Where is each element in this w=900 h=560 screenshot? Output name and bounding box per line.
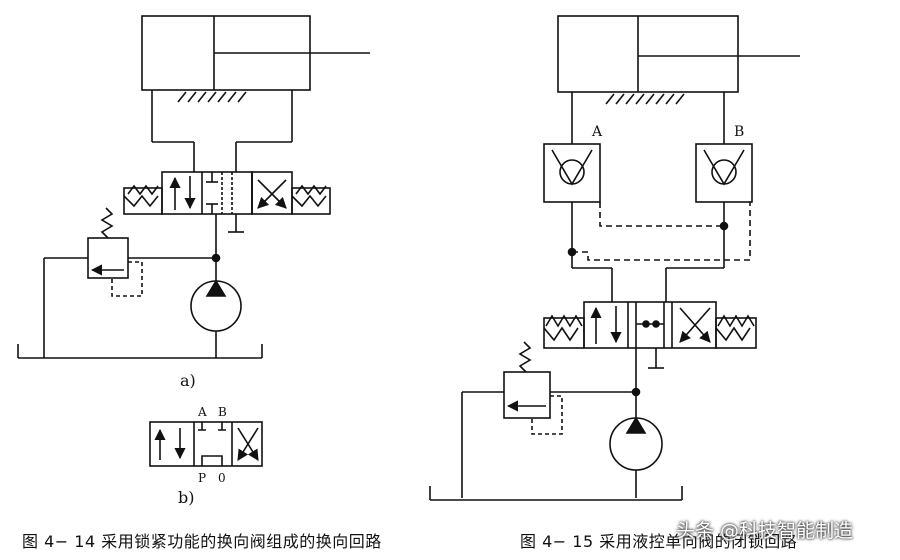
cylinder-lines (152, 141, 292, 172)
caption-fig-4-14: 图 4− 14 采用锁紧功能的换向阀组成的换向回路 (22, 532, 382, 551)
pump-14 (190, 279, 242, 358)
label-port-a: A (591, 124, 603, 140)
hydraulic-cylinder (141, 15, 370, 142)
directional-valve-14 (123, 171, 331, 233)
valve-symbol-b (149, 421, 263, 467)
label-sub-b: b) (178, 488, 194, 507)
pilot-line-b (572, 202, 751, 261)
pilot-line-a (599, 202, 724, 227)
pilot-check-valve-b (695, 143, 753, 268)
figure-4-14 (17, 15, 370, 359)
tank-15 (429, 486, 683, 501)
port-b-label: B (218, 405, 227, 419)
pilot-check-valve-a (543, 143, 601, 268)
watermark: 头条 @科技智能制造 (676, 520, 854, 542)
relief-valve-14 (43, 207, 143, 358)
hydraulic-cylinder-15 (557, 15, 800, 144)
port-o-label: 0 (218, 471, 226, 485)
directional-valve-15 (543, 301, 757, 369)
port-a-label: A (197, 405, 207, 419)
tank-14 (17, 344, 263, 359)
port-p-label: P (198, 471, 206, 485)
label-port-b: B (734, 124, 744, 140)
relief-valve-15 (461, 341, 563, 498)
label-sub-a: a) (180, 371, 196, 390)
pump-15 (609, 416, 663, 498)
caption-fig-4-15: 图 4− 15 采用液控单向阀的闭锁回路 (520, 532, 798, 551)
figure-4-15 (429, 15, 800, 501)
